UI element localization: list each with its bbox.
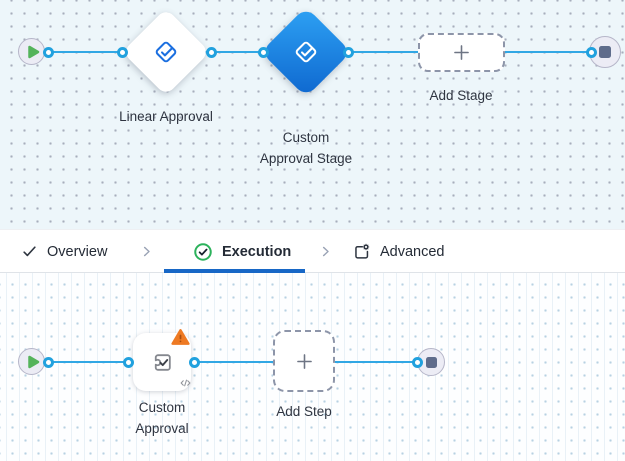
- play-icon: [27, 355, 39, 368]
- frame-gear-icon: [355, 243, 370, 259]
- tab-label: Advanced: [380, 243, 445, 260]
- connection-port[interactable]: [116, 46, 128, 58]
- start-node[interactable]: [18, 38, 45, 65]
- stage-label: Custom Approval Stage: [259, 130, 353, 166]
- stop-icon: [599, 46, 611, 58]
- tab-label: Execution: [222, 243, 292, 260]
- active-tab-indicator: [164, 269, 305, 273]
- warning-triangle-icon[interactable]: [171, 328, 190, 346]
- step-label: Custom Approval: [135, 400, 189, 436]
- edge: [32, 360, 431, 363]
- approval-check-diamond-icon: [293, 39, 319, 65]
- connection-port[interactable]: [257, 46, 269, 58]
- tab-label: Overview: [47, 243, 108, 260]
- connection-port[interactable]: [411, 356, 423, 368]
- stage-canvas[interactable]: Linear Approval Custom Approval Stage Ad…: [0, 0, 625, 229]
- tab-execution[interactable]: Execution: [193, 230, 291, 273]
- add-stage-button[interactable]: [418, 33, 505, 72]
- connection-port[interactable]: [42, 46, 54, 58]
- connection-port[interactable]: [122, 356, 134, 368]
- step-canvas[interactable]: Custom Approval Add Step: [0, 273, 625, 461]
- tab-overview[interactable]: Overview: [21, 230, 107, 273]
- chevron-right-icon: [139, 244, 154, 259]
- add-step-label: Add Step: [276, 404, 332, 419]
- connection-port[interactable]: [205, 46, 217, 58]
- check-circle-green-icon: [194, 242, 212, 261]
- add-step-button[interactable]: [273, 330, 335, 392]
- stage-label: Linear Approval: [119, 109, 213, 124]
- play-icon: [27, 45, 39, 58]
- plus-icon: [296, 353, 312, 369]
- tab-advanced[interactable]: Advanced: [352, 230, 445, 273]
- approval-check-diamond-icon: [153, 39, 179, 65]
- connection-port[interactable]: [342, 46, 354, 58]
- connection-port[interactable]: [188, 356, 200, 368]
- stop-icon: [425, 356, 437, 368]
- plus-icon: [454, 45, 469, 60]
- add-stage-label: Add Stage: [429, 88, 493, 103]
- stage-node-linear-approval[interactable]: [122, 8, 210, 96]
- connection-port[interactable]: [42, 356, 54, 368]
- chevron-right-icon: [318, 244, 333, 259]
- start-node[interactable]: [18, 348, 45, 375]
- check-icon: [23, 246, 36, 257]
- tab-bar: Overview Execution: [0, 229, 625, 273]
- connection-port[interactable]: [585, 46, 597, 58]
- puzzle-check-icon: [154, 353, 171, 371]
- code-icon: [179, 377, 192, 389]
- stage-node-custom-approval-stage[interactable]: [260, 6, 352, 98]
